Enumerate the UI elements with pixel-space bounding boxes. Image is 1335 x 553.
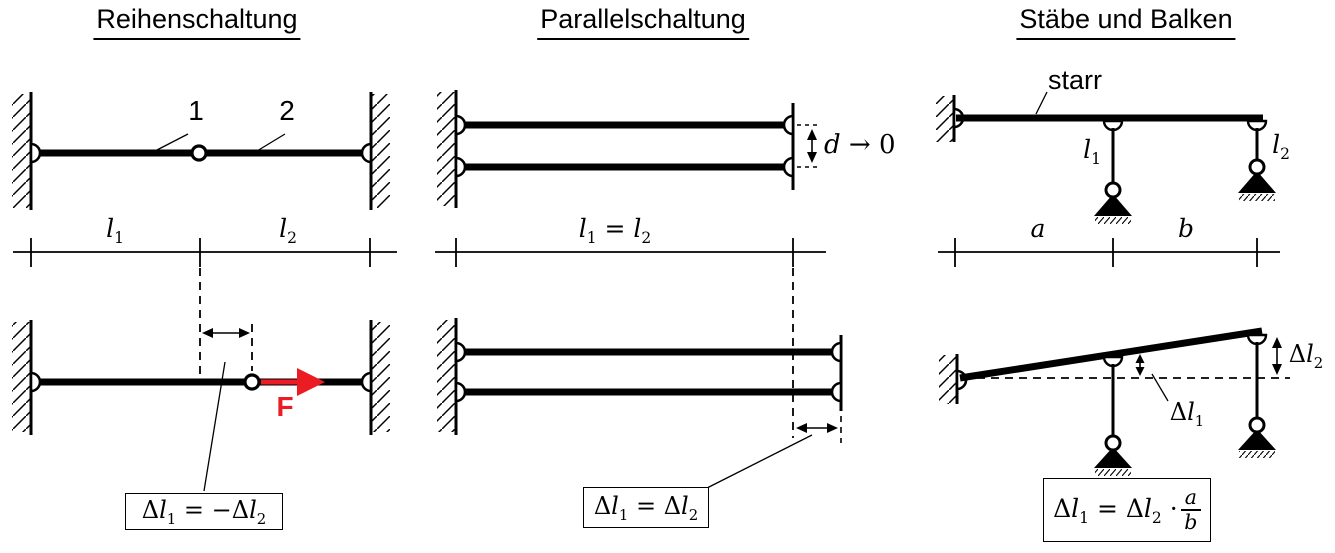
dim-label-a: a <box>1030 214 1046 243</box>
force-label: F <box>276 391 294 422</box>
leader-line <box>256 133 286 152</box>
fixed-wall-left-icon <box>12 92 33 210</box>
member-2-label: 2 <box>279 95 295 126</box>
hinge-node-icon <box>243 373 261 391</box>
pin-joint-icon <box>454 381 467 403</box>
dim-label-b: b <box>1177 214 1195 243</box>
leader-line <box>154 133 189 152</box>
pin-joint-icon <box>454 341 467 363</box>
pin-joint-icon <box>454 156 467 178</box>
support-pin-icon <box>1248 158 1266 176</box>
pin-joint-icon <box>29 371 42 393</box>
column-title-beams: Stäbe und Balken <box>1016 4 1236 40</box>
pin-joint-icon <box>29 142 42 164</box>
formula-box-series: Δl1 = −Δl2 <box>125 493 283 530</box>
delta1-arrow <box>1135 354 1145 376</box>
rod2-label-l2: l2 <box>1272 130 1290 163</box>
rod-2-deformed <box>1238 333 1276 458</box>
beam-undeformed <box>936 91 1276 224</box>
support-triangle-icon <box>1238 429 1276 450</box>
support-triangle-icon <box>1238 171 1276 193</box>
support-pin-icon <box>1104 181 1122 199</box>
rod-2 <box>1238 119 1276 201</box>
fixed-wall-right-icon <box>369 320 390 435</box>
dim-label-l1: l1 <box>106 214 124 247</box>
rod-1-deformed <box>1094 355 1132 476</box>
dim-label-l1-eq-l2: l1 = l2 <box>578 214 652 247</box>
parallel-undeformed <box>437 90 818 208</box>
formula-box-parallel: Δl1 = Δl2 <box>583 487 709 528</box>
delta2-arrow <box>1272 337 1282 375</box>
leader-line <box>1035 91 1048 115</box>
ground-hatch <box>1095 217 1131 224</box>
column-title-parallel: Parallelschaltung <box>537 4 749 40</box>
pin-joint-icon <box>782 114 795 136</box>
dim-label-l2: l2 <box>279 214 297 247</box>
delta-l1-label: Δl1 <box>1169 398 1205 430</box>
pin-joint-icon <box>782 156 795 178</box>
rod1-label-l1: l1 <box>1083 135 1101 168</box>
series-undeformed <box>12 92 390 210</box>
dimension-line-parallel <box>435 238 826 267</box>
fixed-wall-right-icon <box>369 92 390 210</box>
parallel-deformed <box>437 268 843 489</box>
ground-hatch <box>1095 469 1131 476</box>
displacement-arrow <box>202 328 250 338</box>
fixed-wall-left-icon <box>12 320 33 435</box>
pin-joint-icon <box>454 114 467 136</box>
gap-arrow <box>807 129 817 163</box>
series-deformed <box>12 268 390 492</box>
ground-hatch <box>1239 194 1275 201</box>
rigid-label-starr: starr <box>1048 65 1102 95</box>
pin-joint-icon <box>830 341 843 363</box>
gap-label-d-to-0: d → 0 <box>824 130 896 160</box>
fixed-wall-icon <box>939 354 959 404</box>
support-pin-icon <box>1104 434 1122 452</box>
beam-deformed <box>939 327 1290 476</box>
leader-line <box>706 434 813 489</box>
support-triangle-icon <box>1094 447 1132 468</box>
pin-joint-icon <box>830 381 843 403</box>
fixed-wall-left-icon <box>437 318 458 435</box>
hinge-node-icon <box>190 144 208 162</box>
fixed-wall-icon <box>936 95 956 142</box>
leader-line <box>203 361 226 492</box>
fixed-wall-left-icon <box>437 90 458 208</box>
displacement-arrow <box>796 423 838 433</box>
delta-l2-label: Δl2 <box>1288 340 1324 372</box>
pin-joint-icon <box>360 371 373 393</box>
column-title-series: Reihenschaltung <box>93 4 301 40</box>
leader-line <box>1151 373 1169 402</box>
ground-hatch <box>1239 451 1275 458</box>
dimension-line-series <box>13 238 397 267</box>
support-triangle-icon <box>1094 194 1132 216</box>
support-pin-icon <box>1248 416 1266 434</box>
rod-1 <box>1094 119 1132 224</box>
force-arrow-icon <box>261 368 325 396</box>
rigid-beam-tilted <box>959 327 1263 382</box>
dimension-line-beams <box>938 238 1280 267</box>
member-1-label: 1 <box>188 95 204 126</box>
pin-joint-icon <box>360 142 373 164</box>
